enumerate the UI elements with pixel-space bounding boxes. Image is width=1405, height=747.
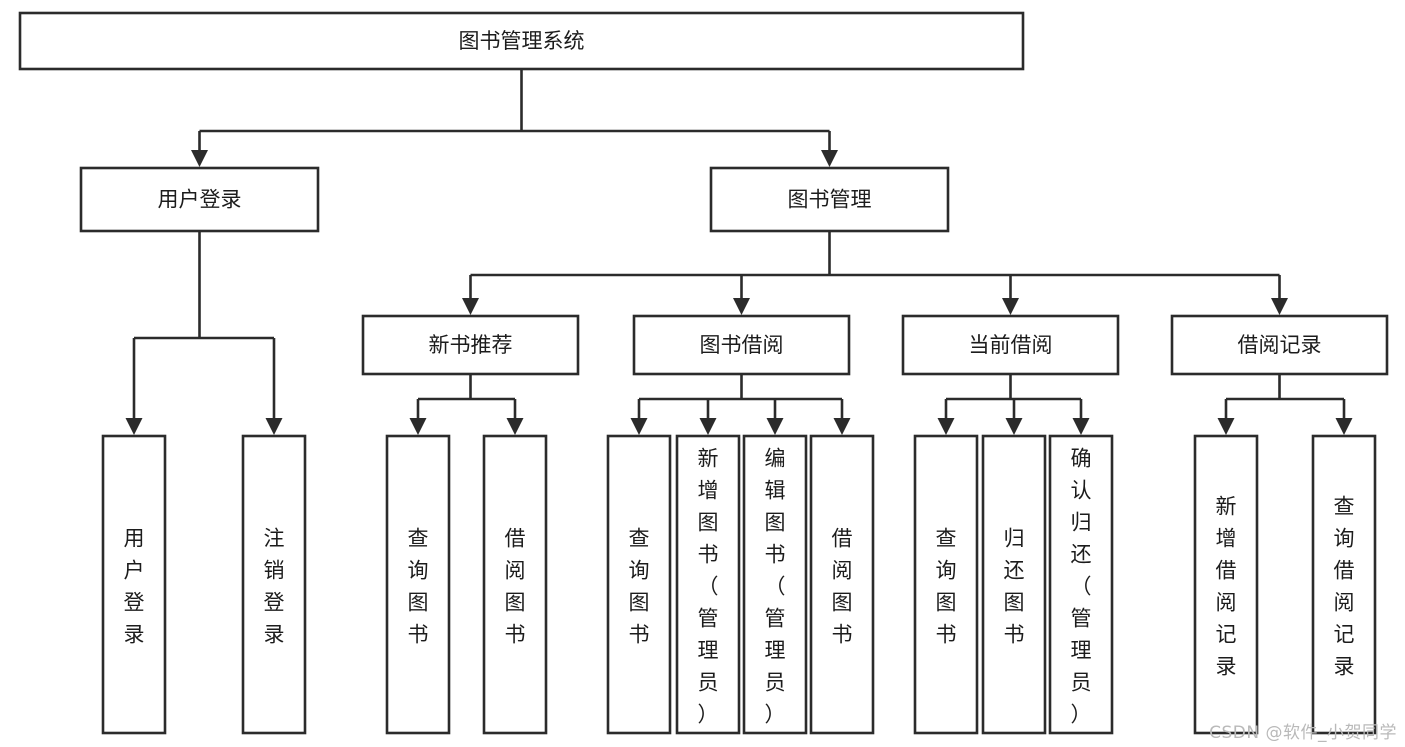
node-new-book-rec[interactable]: 新书推荐 xyxy=(361,314,580,376)
node-box-leaf-query-book-3[interactable] xyxy=(913,434,979,735)
node-box-borrow-record[interactable] xyxy=(1170,314,1389,376)
node-label-leaf-add-record: 新增借阅记录 xyxy=(1216,494,1237,678)
node-box-current-borrow[interactable] xyxy=(901,314,1120,376)
node-label-leaf-query-book-2: 查询图书 xyxy=(629,526,650,646)
node-box-leaf-user-login[interactable] xyxy=(101,434,167,735)
node-box-leaf-query-book-1[interactable] xyxy=(385,434,451,735)
edge-group-user-login xyxy=(125,231,283,435)
node-box-leaf-add-record[interactable] xyxy=(1193,434,1259,735)
watermark-label: CSDN @软件_小贺同学 xyxy=(1209,723,1397,743)
node-label-root: 图书管理系统 xyxy=(459,29,585,53)
node-label-book-borrow: 图书借阅 xyxy=(700,333,784,357)
edge-group-book-manage xyxy=(462,231,1288,315)
node-label-leaf-add-book: 新增图书（管理员） xyxy=(698,446,719,726)
node-leaf-borrow-book-1[interactable]: 借阅图书 xyxy=(482,434,548,735)
node-leaf-query-book-3[interactable]: 查询图书 xyxy=(913,434,979,735)
node-label-leaf-user-login: 用户登录 xyxy=(124,526,145,646)
node-label-leaf-return-book: 归还图书 xyxy=(1004,526,1025,646)
node-label-borrow-record: 借阅记录 xyxy=(1238,333,1322,357)
edge-group-borrow-record xyxy=(1217,374,1353,435)
nodes-layer: 图书管理系统用户登录图书管理新书推荐图书借阅当前借阅借阅记录用户登录注销登录查询… xyxy=(18,11,1389,735)
node-box-root[interactable] xyxy=(18,11,1025,71)
node-box-book-manage[interactable] xyxy=(709,166,950,233)
node-label-leaf-borrow-book-1: 借阅图书 xyxy=(505,526,526,646)
node-leaf-edit-book[interactable]: 编辑图书（管理员） xyxy=(742,434,808,735)
node-borrow-record[interactable]: 借阅记录 xyxy=(1170,314,1389,376)
node-leaf-confirm-return[interactable]: 确认归还（管理员） xyxy=(1048,434,1114,735)
node-leaf-add-book[interactable]: 新增图书（管理员） xyxy=(675,434,741,735)
node-current-borrow[interactable]: 当前借阅 xyxy=(901,314,1120,376)
node-user-login[interactable]: 用户登录 xyxy=(79,166,320,233)
node-label-current-borrow: 当前借阅 xyxy=(969,333,1053,357)
node-box-leaf-confirm-return[interactable] xyxy=(1048,434,1114,735)
edge-group-root xyxy=(191,69,838,167)
node-leaf-query-book-2[interactable]: 查询图书 xyxy=(606,434,672,735)
node-box-new-book-rec[interactable] xyxy=(361,314,580,376)
node-leaf-query-book-1[interactable]: 查询图书 xyxy=(385,434,451,735)
node-book-manage[interactable]: 图书管理 xyxy=(709,166,950,233)
node-leaf-return-book[interactable]: 归还图书 xyxy=(981,434,1047,735)
node-box-leaf-borrow-book-2[interactable] xyxy=(809,434,875,735)
node-box-leaf-edit-book[interactable] xyxy=(742,434,808,735)
node-leaf-borrow-book-2[interactable]: 借阅图书 xyxy=(809,434,875,735)
node-box-leaf-query-record[interactable] xyxy=(1311,434,1377,735)
node-label-user-login: 用户登录 xyxy=(158,188,242,212)
node-label-leaf-query-book-3: 查询图书 xyxy=(936,526,957,646)
node-book-borrow[interactable]: 图书借阅 xyxy=(632,314,851,376)
node-label-leaf-confirm-return: 确认归还（管理员） xyxy=(1071,446,1092,726)
node-label-leaf-borrow-book-2: 借阅图书 xyxy=(832,526,853,646)
node-box-leaf-add-book[interactable] xyxy=(675,434,741,735)
node-leaf-query-record[interactable]: 查询借阅记录 xyxy=(1311,434,1377,735)
edges-layer xyxy=(125,69,1353,435)
edge-group-new-book-rec xyxy=(409,374,524,435)
edge-group-current-borrow xyxy=(937,374,1090,435)
node-label-leaf-query-book-1: 查询图书 xyxy=(408,526,429,646)
node-box-book-borrow[interactable] xyxy=(632,314,851,376)
node-box-leaf-logout[interactable] xyxy=(241,434,307,735)
node-label-leaf-logout: 注销登录 xyxy=(264,526,285,646)
node-label-leaf-edit-book: 编辑图书（管理员） xyxy=(765,446,786,726)
node-box-leaf-query-book-2[interactable] xyxy=(606,434,672,735)
node-box-leaf-borrow-book-1[interactable] xyxy=(482,434,548,735)
node-label-leaf-query-record: 查询借阅记录 xyxy=(1334,494,1355,678)
node-leaf-add-record[interactable]: 新增借阅记录 xyxy=(1193,434,1259,735)
node-root[interactable]: 图书管理系统 xyxy=(18,11,1025,71)
node-label-book-manage: 图书管理 xyxy=(788,188,872,212)
edge-group-book-borrow xyxy=(630,374,851,435)
node-leaf-user-login[interactable]: 用户登录 xyxy=(101,434,167,735)
node-leaf-logout[interactable]: 注销登录 xyxy=(241,434,307,735)
node-box-user-login[interactable] xyxy=(79,166,320,233)
node-box-leaf-return-book[interactable] xyxy=(981,434,1047,735)
node-label-new-book-rec: 新书推荐 xyxy=(429,333,513,357)
